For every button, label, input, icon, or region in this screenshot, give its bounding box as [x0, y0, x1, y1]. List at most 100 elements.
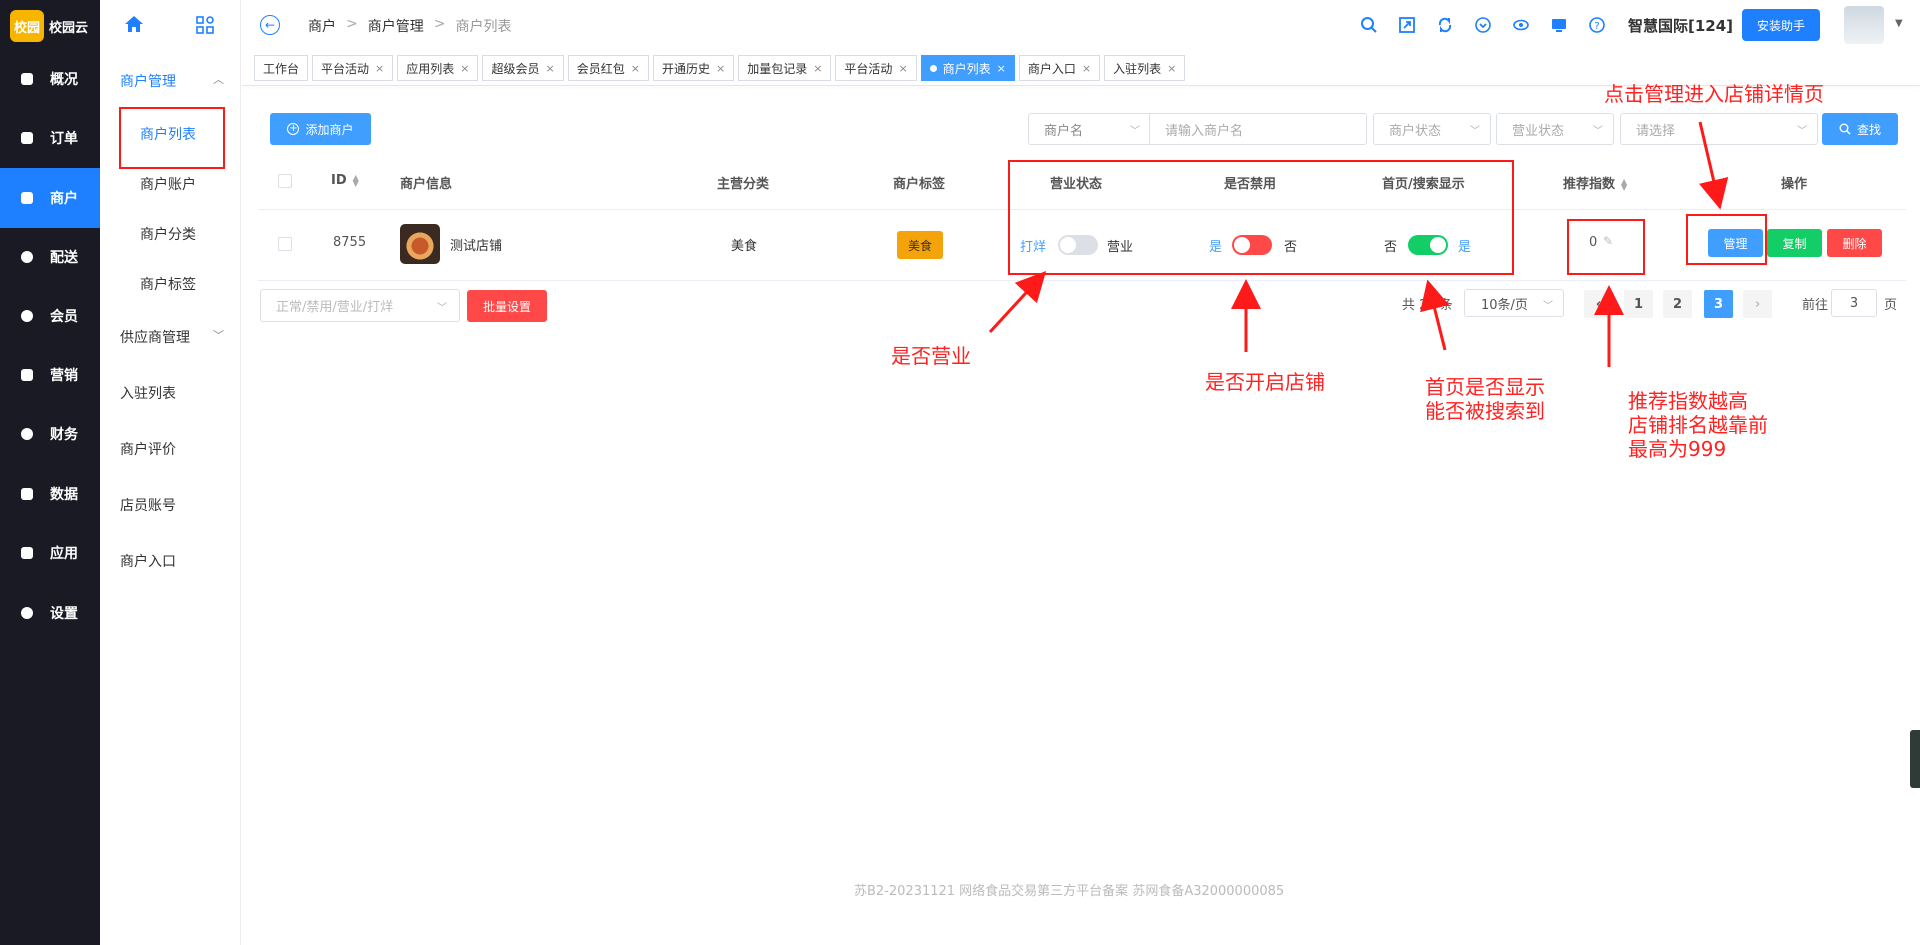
- tab-item[interactable]: 加量包记录×: [738, 55, 832, 81]
- tab-item[interactable]: 应用列表×: [397, 55, 479, 81]
- caret-down-icon[interactable]: ▼: [1895, 18, 1903, 29]
- row-checkbox[interactable]: [278, 237, 292, 251]
- page-size-select[interactable]: 10条/页 ﹀: [1464, 289, 1564, 317]
- tab-item[interactable]: 平台活动×: [835, 55, 917, 81]
- breadcrumb-item[interactable]: 商户管理: [367, 19, 424, 35]
- close-icon[interactable]: ×: [813, 61, 823, 75]
- monitor-icon[interactable]: [1548, 14, 1570, 36]
- homepage-display-switch[interactable]: [1408, 235, 1448, 255]
- subnav-group-merchant-mgmt[interactable]: 商户管理 ︿: [120, 71, 224, 91]
- tab-item[interactable]: 会员红包 ×: [567, 55, 649, 81]
- merchant-name-input[interactable]: 请输入商户名: [1149, 113, 1367, 145]
- sidebar-item-finance[interactable]: 财务: [0, 404, 100, 464]
- subnav-item-merchant-list[interactable]: 商户列表: [140, 127, 196, 143]
- close-icon[interactable]: ×: [996, 61, 1006, 75]
- subnav-item-merchant-entry[interactable]: 商户入口: [120, 554, 176, 570]
- back-icon[interactable]: ←: [260, 15, 280, 35]
- tab-item[interactable]: 开通历史 ×: [652, 55, 735, 81]
- sort-icon[interactable]: ▲▼: [1621, 176, 1628, 192]
- sort-icon[interactable]: ▲▼: [352, 172, 359, 188]
- sidebar-item-orders[interactable]: 订单: [0, 108, 100, 168]
- business-status-switch[interactable]: [1058, 235, 1098, 255]
- business-status-select[interactable]: 营业状态 ﹀: [1496, 113, 1614, 145]
- tab-label: 开通历史: [661, 61, 710, 76]
- side-drawer-handle[interactable]: [1910, 730, 1920, 788]
- preview-icon[interactable]: [1510, 14, 1532, 36]
- manage-button[interactable]: 管理: [1708, 229, 1763, 257]
- close-icon[interactable]: ×: [898, 61, 908, 75]
- close-icon[interactable]: ×: [1167, 61, 1177, 75]
- sidebar-item-marketing[interactable]: 营销: [0, 345, 100, 405]
- search-label: 查找: [1856, 122, 1881, 137]
- tab-label: 工作台: [263, 61, 300, 76]
- download-icon[interactable]: [1472, 14, 1494, 36]
- search-icon[interactable]: [1358, 14, 1380, 36]
- tab-label: 会员红包: [576, 61, 625, 76]
- sidebar-item-delivery[interactable]: 配送: [0, 227, 100, 287]
- sidebar-item-apps[interactable]: 应用: [0, 523, 100, 583]
- subnav-item-merchant-category[interactable]: 商户分类: [140, 227, 196, 243]
- next-page-button[interactable]: ›: [1743, 290, 1772, 318]
- select-all-checkbox[interactable]: [278, 174, 292, 188]
- subnav-item-staff-account[interactable]: 店员账号: [120, 498, 176, 514]
- page-button-3[interactable]: 3: [1704, 290, 1733, 318]
- subnav-item-merchant-tag[interactable]: 商户标签: [140, 277, 196, 293]
- close-icon[interactable]: ×: [460, 61, 470, 75]
- install-assistant-button[interactable]: 安装助手: [1742, 9, 1820, 41]
- column-header-id[interactable]: ID▲▼: [331, 173, 361, 188]
- add-merchant-button[interactable]: + 添加商户: [270, 113, 371, 145]
- merchant-status-select[interactable]: 商户状态 ﹀: [1373, 113, 1491, 145]
- annotation-manage: 点击管理进入店铺详情页: [1604, 82, 1824, 106]
- close-icon[interactable]: ×: [545, 61, 555, 75]
- refresh-icon[interactable]: [1434, 14, 1456, 36]
- breadcrumb-item[interactable]: 商户: [308, 19, 336, 35]
- tab-item[interactable]: 超级会员×: [482, 55, 564, 81]
- search-button[interactable]: 查找: [1822, 113, 1898, 145]
- edit-pencil-icon[interactable]: ✎: [1603, 234, 1614, 248]
- delivery-icon: [20, 250, 34, 264]
- sidebar-item-label: 数据: [50, 487, 78, 503]
- copy-button[interactable]: 复制: [1767, 229, 1822, 257]
- sidebar-item-label: 商户: [50, 191, 78, 207]
- avatar[interactable]: [1844, 6, 1884, 44]
- sidebar-item-members[interactable]: 会员: [0, 286, 100, 346]
- close-icon[interactable]: ×: [630, 61, 640, 75]
- close-icon[interactable]: ×: [375, 61, 385, 75]
- name-type-select[interactable]: 商户名 ﹀: [1028, 113, 1150, 145]
- page-button-1[interactable]: 1: [1624, 290, 1653, 318]
- tab-item[interactable]: 商户入口×: [1018, 55, 1101, 81]
- home-icon[interactable]: [124, 15, 144, 33]
- tab-label: 商户列表: [942, 61, 991, 76]
- merchant-name[interactable]: 测试店铺: [450, 239, 503, 254]
- fullscreen-icon[interactable]: [1396, 14, 1418, 36]
- subnav-group-label: 供应商管理: [120, 330, 190, 346]
- logo-text: 校园云: [49, 20, 89, 36]
- sidebar-item-data[interactable]: 数据: [0, 464, 100, 524]
- app-logo[interactable]: 校园 校园云: [10, 10, 88, 42]
- subnav-item-merchant-review[interactable]: 商户评价: [120, 442, 176, 458]
- close-icon[interactable]: ×: [1081, 61, 1092, 75]
- member-icon: [20, 309, 34, 323]
- page-button-2[interactable]: 2: [1663, 290, 1692, 318]
- tab-item[interactable]: 商户列表 ×: [920, 55, 1015, 81]
- tab-item[interactable]: 工作台: [254, 55, 309, 81]
- subnav-group-supplier-mgmt[interactable]: 供应商管理 ﹀: [120, 327, 224, 347]
- sidebar-item-overview[interactable]: 概况: [0, 49, 100, 109]
- sidebar-item-merchants[interactable]: 商户: [0, 168, 100, 228]
- extra-filter-select[interactable]: 请选择 ﹀: [1620, 113, 1818, 145]
- goto-page-input[interactable]: 3: [1831, 289, 1877, 317]
- batch-status-select[interactable]: 正常/禁用/营业/打烊 ﹀: [260, 289, 460, 322]
- close-icon[interactable]: ×: [715, 61, 726, 75]
- subnav-item-join-list[interactable]: 入驻列表: [120, 386, 176, 402]
- batch-set-button[interactable]: 批量设置: [467, 290, 547, 322]
- disabled-switch[interactable]: [1232, 235, 1272, 255]
- grid-icon[interactable]: [196, 16, 214, 34]
- tab-item[interactable]: 平台活动×: [312, 55, 394, 81]
- column-header-rank[interactable]: 推荐指数▲▼: [1563, 173, 1629, 192]
- subnav-item-merchant-account[interactable]: 商户账户: [140, 177, 196, 193]
- sidebar-item-settings[interactable]: 设置: [0, 583, 100, 643]
- tab-item[interactable]: 入驻列表×: [1104, 55, 1186, 81]
- help-icon[interactable]: ?: [1586, 14, 1608, 36]
- delete-button[interactable]: 删除: [1827, 229, 1882, 257]
- prev-page-button[interactable]: ‹: [1584, 290, 1613, 318]
